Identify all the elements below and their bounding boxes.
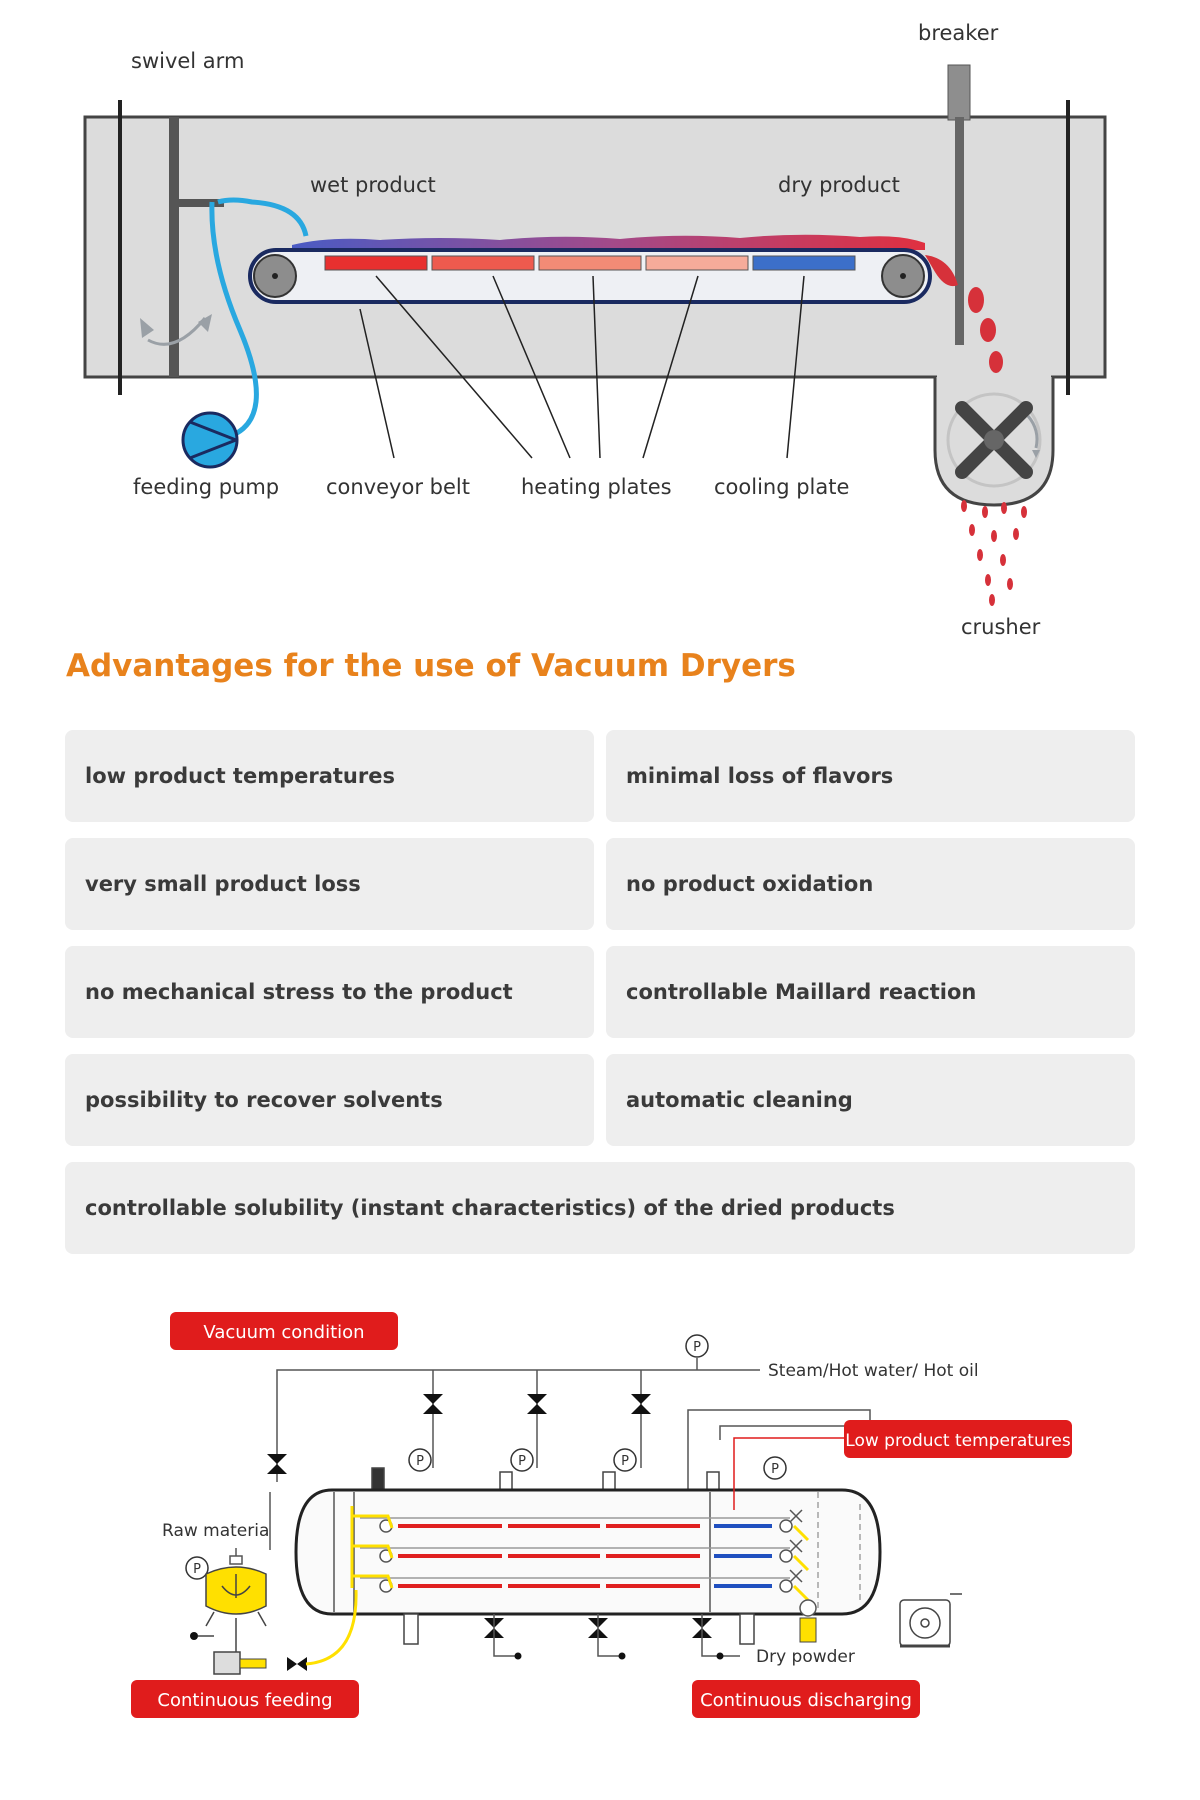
advantage-item: no mechanical stress to the product <box>65 946 594 1038</box>
advantage-item: automatic cleaning <box>606 1054 1135 1146</box>
dry-powder-outlet <box>799 1599 817 1643</box>
low-temperature-badge: Low product temperatures <box>844 1420 1072 1458</box>
advantage-item: controllable solubility (instant charact… <box>65 1162 1135 1254</box>
vessel-supports <box>403 1613 755 1645</box>
dryer-vessel <box>294 1488 882 1616</box>
dry-product-label: dry product <box>778 173 900 197</box>
discharge-breaker-icons <box>789 1509 803 1583</box>
crusher-rotor-icon <box>946 392 1042 488</box>
heating-rows <box>398 1524 700 1588</box>
pressure-label: P <box>193 1562 201 1577</box>
advantage-item: low product temperatures <box>65 730 594 822</box>
advantage-item: controllable Maillard reaction <box>606 946 1135 1038</box>
dry-powder-label: Dry powder <box>756 1647 855 1667</box>
continuous-feeding-text: Continuous feeding <box>157 1690 332 1711</box>
raw-material-label: Raw materia <box>162 1521 269 1541</box>
feed-tank <box>190 1548 267 1675</box>
steam-label: Steam/Hot water/ Hot oil <box>768 1361 979 1381</box>
crushed-product <box>961 500 1027 606</box>
product-layer <box>292 234 925 250</box>
drain-valve-icons <box>514 1652 724 1660</box>
conveyor-belt-label: conveyor belt <box>326 475 470 499</box>
feeding-pump-label: feeding pump <box>133 475 279 499</box>
heating-plates <box>324 255 749 271</box>
vacuum-pump-icon <box>899 1593 962 1648</box>
advantages-list: low product temperatures minimal loss of… <box>65 730 1135 1254</box>
advantages-title: Advantages for the use of Vacuum Dryers <box>66 648 796 684</box>
swivel-arm <box>140 117 224 377</box>
advantage-item: minimal loss of flavors <box>606 730 1135 822</box>
vacuum-condition-badge: Vacuum condition <box>170 1312 398 1350</box>
cooling-plate <box>752 255 856 271</box>
continuous-discharging-badge: Continuous discharging <box>692 1680 920 1718</box>
continuous-feeding-badge: Continuous feeding <box>131 1680 359 1718</box>
vacuum-condition-text: Vacuum condition <box>203 1322 364 1343</box>
feeding-pump-icon <box>181 411 239 469</box>
crusher-label: crusher <box>961 615 1041 639</box>
advantage-item: possibility to recover solvents <box>65 1054 594 1146</box>
cooling-plate-label: cooling plate <box>714 475 849 499</box>
pressure-label: P <box>416 1454 424 1469</box>
pressure-gauge-labels: P P P P P P <box>193 1340 779 1577</box>
wet-product-label: wet product <box>310 173 436 197</box>
breaker <box>947 64 971 345</box>
vessel-nozzles <box>371 1467 720 1491</box>
cooling-rows <box>714 1524 772 1588</box>
drain-lines <box>493 1614 740 1657</box>
pressure-label: P <box>621 1454 629 1469</box>
advantage-item: no product oxidation <box>606 838 1135 930</box>
low-temperature-leader <box>733 1437 846 1510</box>
breaker-label: breaker <box>918 21 999 45</box>
feed-pipe <box>209 197 309 440</box>
pressure-label: P <box>518 1454 526 1469</box>
low-temperature-text: Low product temperatures <box>845 1431 1071 1451</box>
belt-dryer-diagram: swivel arm breaker wet product dry produ… <box>83 21 1107 639</box>
falling-product <box>925 255 1003 373</box>
heating-plates-label: heating plates <box>521 475 672 499</box>
pressure-label: P <box>771 1462 779 1477</box>
vacuum-dryer-process-diagram: P P P P P P <box>131 1312 1072 1718</box>
swivel-arm-label: swivel arm <box>131 49 244 73</box>
continuous-discharging-text: Continuous discharging <box>700 1690 912 1711</box>
leader-lines <box>359 275 805 459</box>
feed-lines <box>305 1506 810 1666</box>
advantage-item: very small product loss <box>65 838 594 930</box>
belt-lines <box>360 1517 790 1579</box>
pressure-gauge-icons <box>185 1334 787 1580</box>
pressure-label: P <box>693 1340 701 1355</box>
